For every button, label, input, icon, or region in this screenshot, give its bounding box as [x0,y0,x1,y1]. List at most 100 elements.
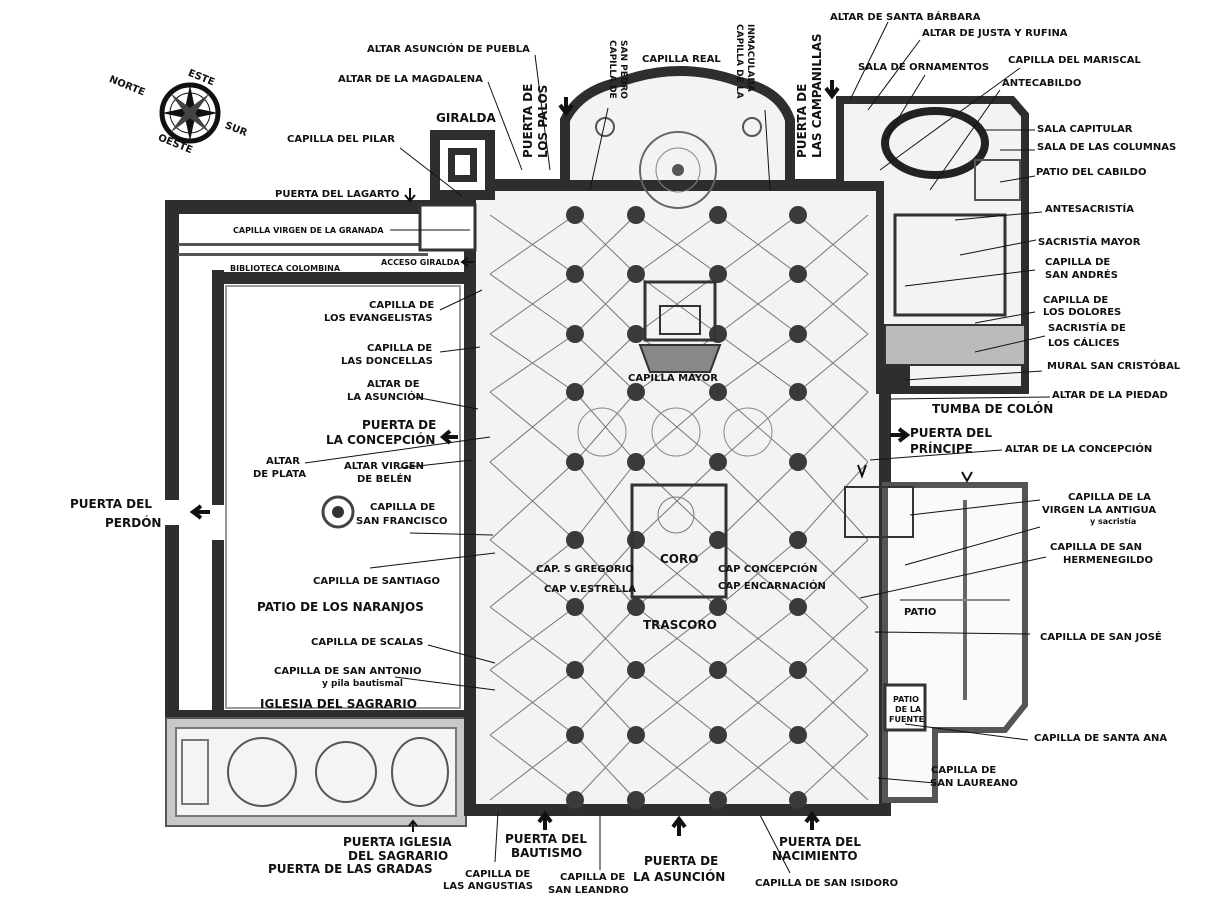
label-angustias-2: LAS ANGUSTIAS [443,881,533,892]
pillar [709,598,727,616]
vault-rib [797,461,869,541]
pillar [789,383,807,401]
label-puerta-nacimiento-1: PUERTA DEL [779,835,861,849]
label-puerta-concepcion-1: PUERTA DE [362,418,436,432]
label-sacristia-mayor: SACRISTÍA MAYOR [1038,235,1141,248]
label-santiago: CAPILLA DE SANTIAGO [313,576,440,587]
pillar [566,726,584,744]
vault-rib [717,214,799,275]
pillar [627,598,645,616]
vault-rib [574,214,637,275]
label-altar-santa-barbara: ALTAR DE SANTA BÁRBARA [830,10,981,23]
pillar [566,598,584,616]
label-patio-cabildo: PATIO DEL CABILDO [1036,167,1146,178]
label-altar-asuncion-1: ALTAR DE [367,379,420,390]
label-dolores-2: LOS DOLORES [1043,307,1121,318]
label-doncellas-1: CAPILLA DE [367,343,432,354]
label-puerta-asuncion-2: LA ASUNCIÓN [633,869,725,884]
label-dolores-1: CAPILLA DE [1043,295,1108,306]
iglesia-sagrario-block [165,717,467,827]
label-doncellas-2: LAS DONCELLAS [341,356,433,367]
vault-rib [635,273,719,335]
pillar [789,265,807,283]
pillar [709,726,727,744]
pillar [789,453,807,471]
pillar [627,325,645,343]
label-sala-capitular: SALA CAPITULAR [1037,124,1133,135]
arrow-icon [671,815,687,836]
label-san-andres-2: SAN ANDRÉS [1045,268,1118,281]
label-puerta-sagrario-2: DEL SAGRARIO [348,849,448,863]
label-puerta-principe-1: PUERTA DEL [910,426,992,440]
vault-rib [489,734,576,801]
arrow-icon [890,427,911,443]
vault-rib [635,391,719,463]
vault-rib [574,734,637,801]
label-evangelistas-2: LOS EVANGELISTAS [324,313,433,324]
label-puerta-bautismo-2: BAUTISMO [511,846,582,860]
arrow-icon [804,810,820,830]
label-puerta-gradas: PUERTA DE LAS GRADAS [268,862,433,876]
pillar [709,661,727,679]
label-antigua-3: y sacristía [1090,517,1136,526]
label-coro: CORO [660,552,698,566]
label-antigua-2: VIRGEN LA ANTIGUA [1042,505,1156,516]
arrow-icon [408,819,418,832]
label-altar-concepcion: ALTAR DE LA CONCEPCIÓN [1005,442,1152,455]
compass-sur: SUR [223,120,249,139]
vault-rib [797,273,869,335]
giralda-tower [418,130,495,252]
pillar [789,531,807,549]
vault-rib [574,539,637,608]
pillar [789,206,807,224]
label-puerta-lagarto: PUERTA DEL LAGARTO [275,189,399,200]
label-capilla-inmaculada-2: INMACULADA [745,24,755,92]
label-giralda: GIRALDA [436,111,496,125]
vault-rib [574,273,637,335]
vault-rib [797,333,869,393]
label-puerta-sagrario-1: PUERTA IGLESIA [343,835,452,849]
label-altar-plata-2: DE PLATA [253,469,306,480]
label-altar-asuncion-2: LA ASUNCIÓN [347,390,424,403]
label-patio-naranjos: PATIO DE LOS NARANJOS [257,600,424,614]
entrance-arrows [189,80,973,836]
label-tumba-colon: TUMBA DE COLÓN [932,401,1053,416]
pillar [709,453,727,471]
vault-rib [717,734,799,801]
pillar [627,383,645,401]
pillar [709,791,727,809]
vault-rib [717,539,799,608]
pillar [709,206,727,224]
cathedral-main-body [464,66,891,816]
label-puerta-campanillas-1: PUERTA DE [795,84,809,158]
vault-rib [574,391,637,463]
label-puerta-perdon-2: PERDÓN [105,515,161,530]
pillar [566,265,584,283]
label-altar-piedad: ALTAR DE LA PIEDAD [1052,390,1168,401]
label-san-andres-1: CAPILLA DE [1045,257,1110,268]
label-capilla-mariscal: CAPILLA DEL MARISCAL [1008,55,1141,66]
label-puerta-asuncion-1: PUERTA DE [644,854,718,868]
vault-rib [717,391,799,463]
pillar [709,383,727,401]
label-antecabildo: ANTECABILDO [1002,78,1081,89]
patio-naranjos-walls [165,200,495,722]
pillar [627,206,645,224]
label-patio-fuente-2: DE LA [895,705,922,714]
vault-rib [717,669,799,736]
label-cap-concepcion: CAP CONCEPCIÓN [718,562,818,575]
label-capilla-real: CAPILLA REAL [642,54,721,65]
vault-rib [489,461,576,541]
arrow-icon [439,429,458,445]
vault-rib [635,214,719,275]
label-san-francisco-1: CAPILLA DE [370,502,435,513]
right-annex-block [844,482,1028,803]
vault-rib [489,669,576,736]
label-scalas: CAPILLA DE SCALAS [311,637,423,648]
pillar [627,453,645,471]
pillar [566,453,584,471]
arrow-icon [824,80,840,100]
vault-rib [797,606,869,671]
